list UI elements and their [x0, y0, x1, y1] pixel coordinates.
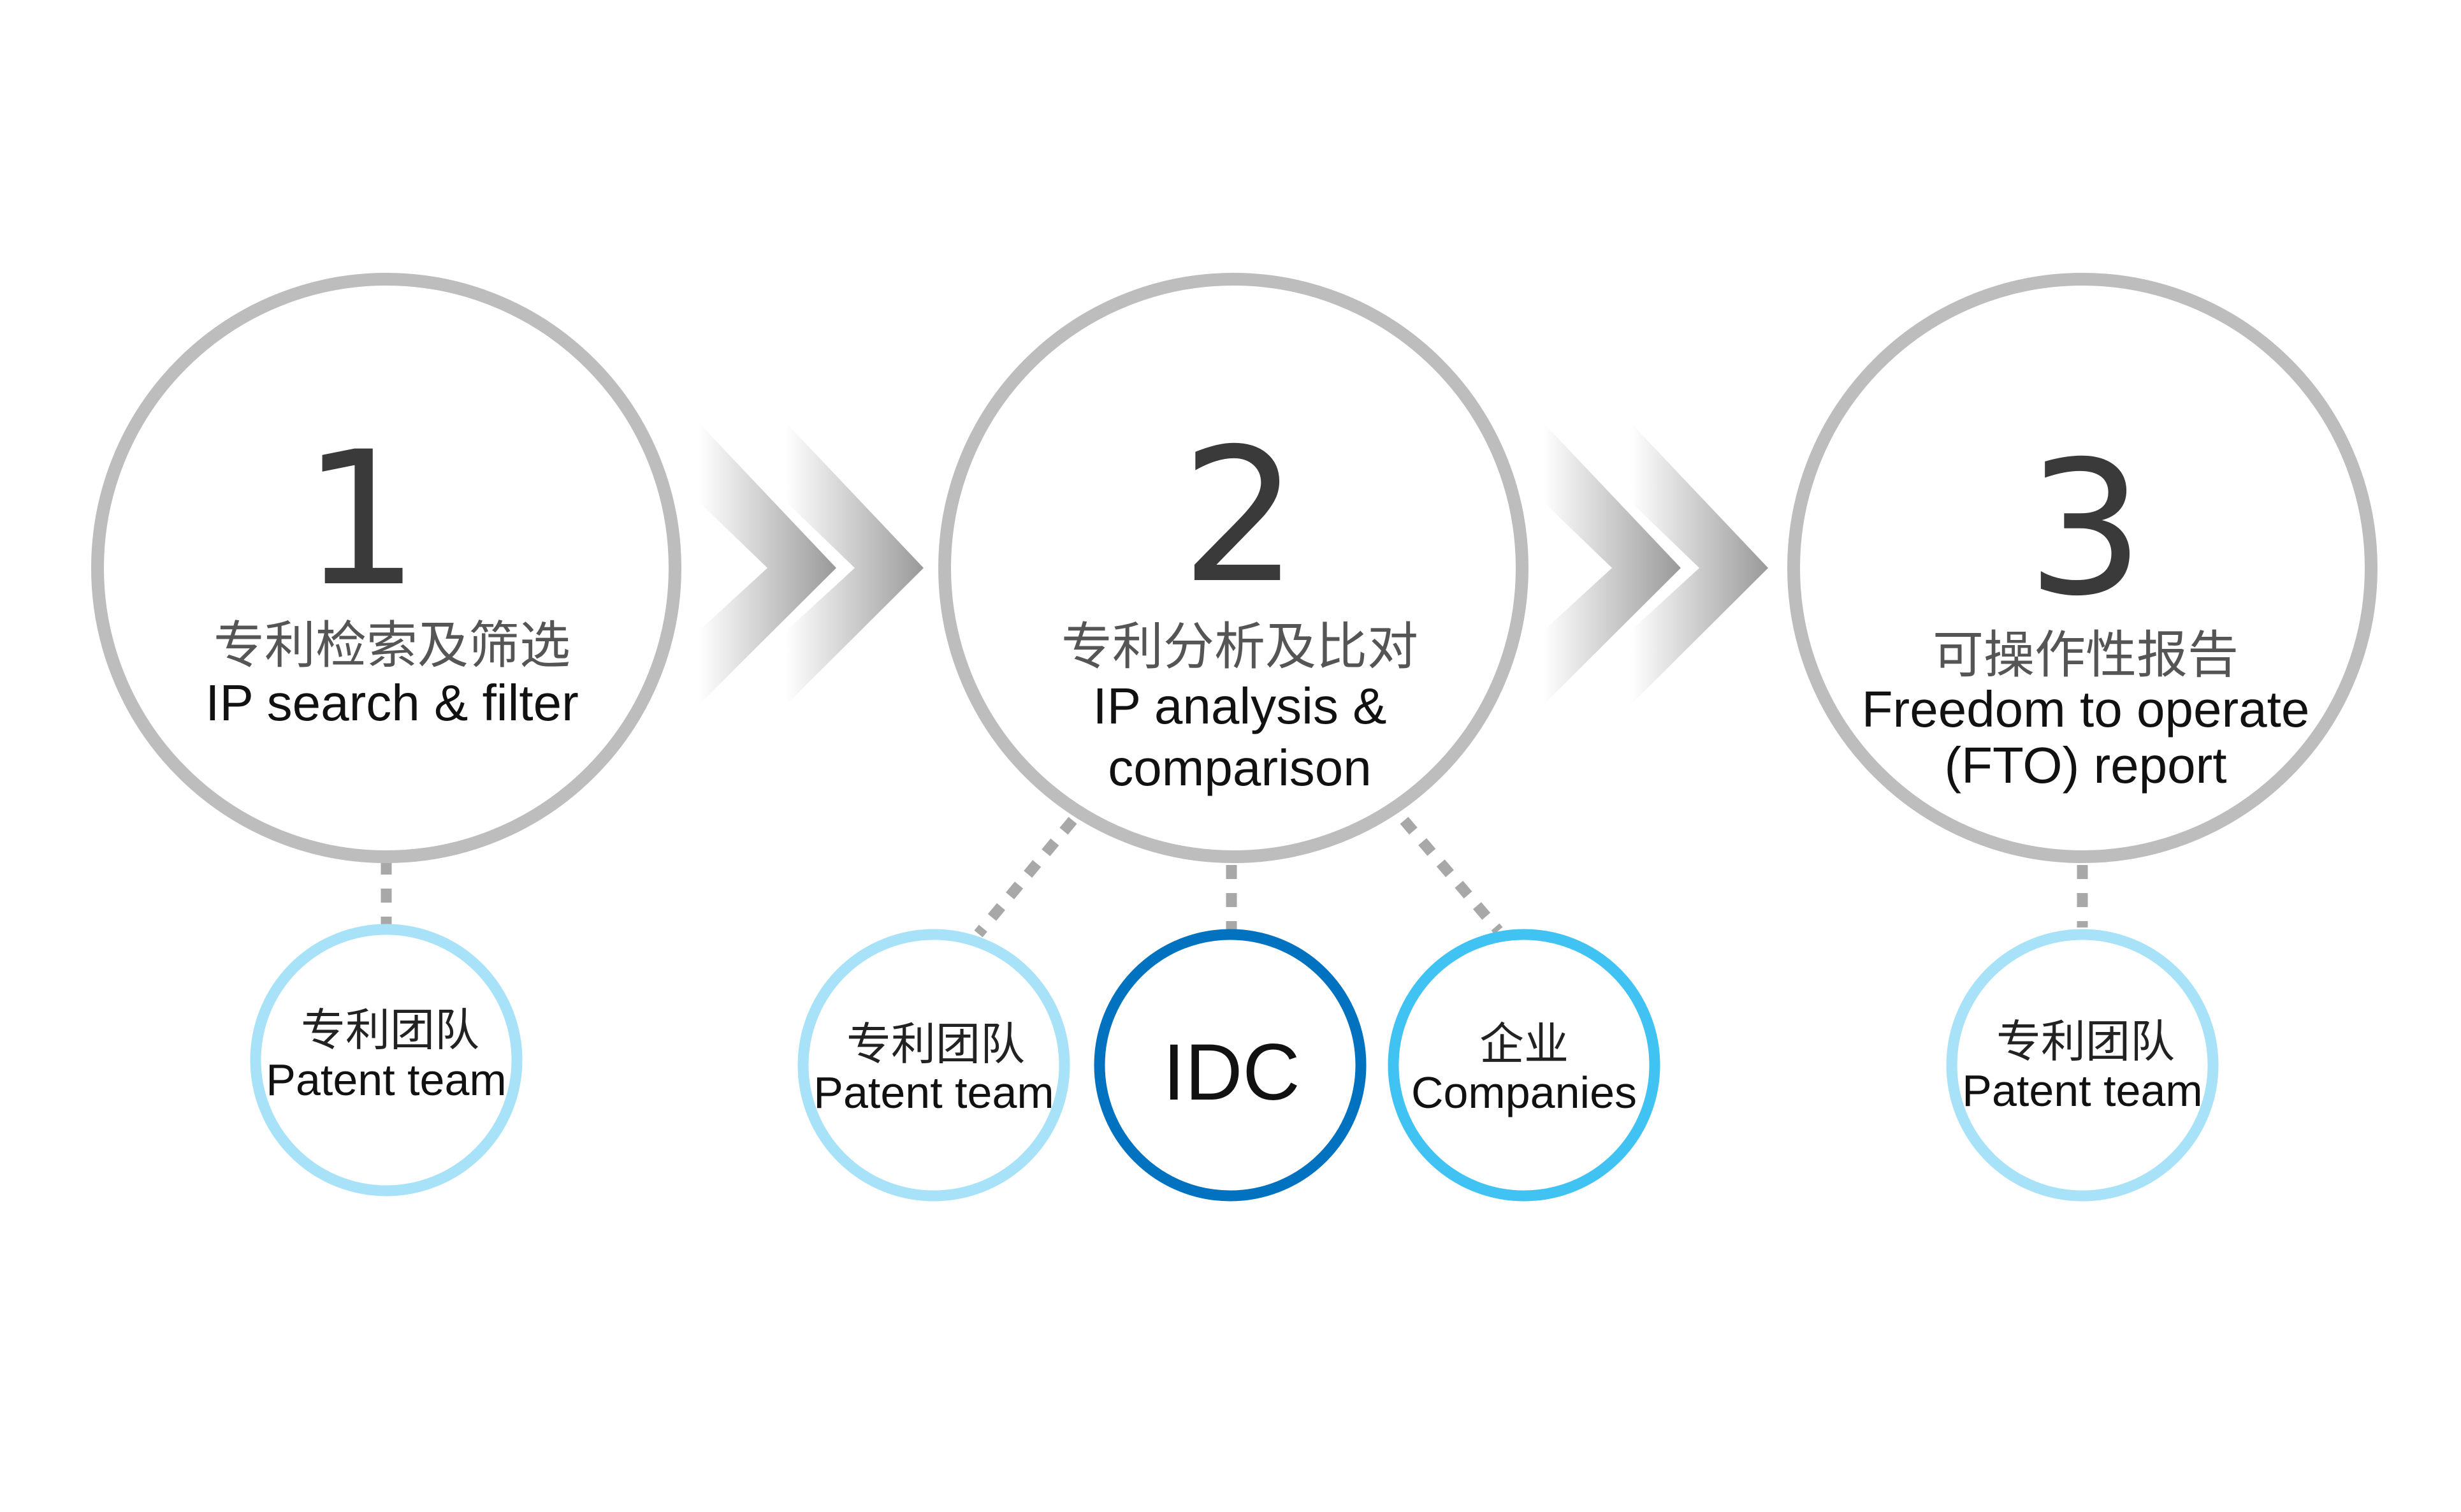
- participant-en: Patent team: [266, 1055, 506, 1105]
- chevron-icon: [699, 423, 836, 705]
- connector-2c: [1400, 817, 1503, 934]
- step-title-en-line2: comparison: [1108, 739, 1372, 796]
- step-title-en-line1: Freedom to operate: [1862, 681, 2310, 738]
- participant-en: Patent team: [1962, 1066, 2202, 1116]
- participant-patent-team-1: 专利团队 Patent team: [250, 924, 523, 1196]
- step-title-zh: 专利分析及比对: [1061, 617, 1418, 676]
- participant-ring: [1388, 929, 1660, 1202]
- participant-zh: 企业: [1479, 1018, 1569, 1070]
- step-title-zh: 专利检索及筛选: [214, 616, 570, 675]
- connectors: [381, 817, 2088, 938]
- step-ring: [938, 273, 1528, 863]
- participant-companies: 企业 Companies: [1388, 929, 1660, 1202]
- step-title-zh: 可操作性报告: [1933, 625, 2239, 685]
- step-title-en-line2: (FTO) report: [1944, 737, 2226, 794]
- participant-ring: [1946, 929, 2219, 1202]
- participant-ring: [1094, 929, 1367, 1202]
- participant-patent-team-3: 专利团队 Patent team: [1946, 929, 2219, 1202]
- participant-zh: 专利团队: [846, 1018, 1025, 1070]
- chevron-arrows-2: [1543, 423, 1768, 705]
- participant-zh: 专利团队: [301, 1004, 479, 1056]
- step-3: 3 可操作性报告 Freedom to operate (FTO) report: [1787, 273, 2378, 863]
- step-title-en-line1: IP analysis &: [1093, 678, 1387, 734]
- chevron-icon: [1543, 423, 1681, 705]
- participant-label: IDC: [1163, 1028, 1300, 1117]
- chevron-arrows-1: [699, 423, 924, 705]
- participant-ring: [797, 929, 1070, 1202]
- participant-ring: [250, 924, 523, 1196]
- participant-patent-team-2: 专利团队 Patent team: [797, 929, 1070, 1202]
- step-title-en: IP search & filter: [205, 674, 578, 731]
- participant-zh: 专利团队: [1996, 1015, 2175, 1068]
- chevron-icon: [1630, 423, 1768, 705]
- step-ring: [1787, 273, 2378, 863]
- step-2: 2 专利分析及比对 IP analysis & comparison: [938, 273, 1528, 863]
- chevron-icon: [786, 423, 924, 705]
- step-number: 1: [302, 412, 420, 627]
- connector-2a: [974, 817, 1077, 938]
- step-number: 3: [2027, 422, 2145, 637]
- participant-en: Patent team: [813, 1068, 1054, 1117]
- participant-en: Companies: [1411, 1068, 1637, 1117]
- participant-idc: IDC: [1094, 929, 1367, 1202]
- step-number: 2: [1181, 409, 1299, 624]
- step-ring: [91, 273, 681, 863]
- step-1: 1 专利检索及筛选 IP search & filter: [91, 273, 681, 863]
